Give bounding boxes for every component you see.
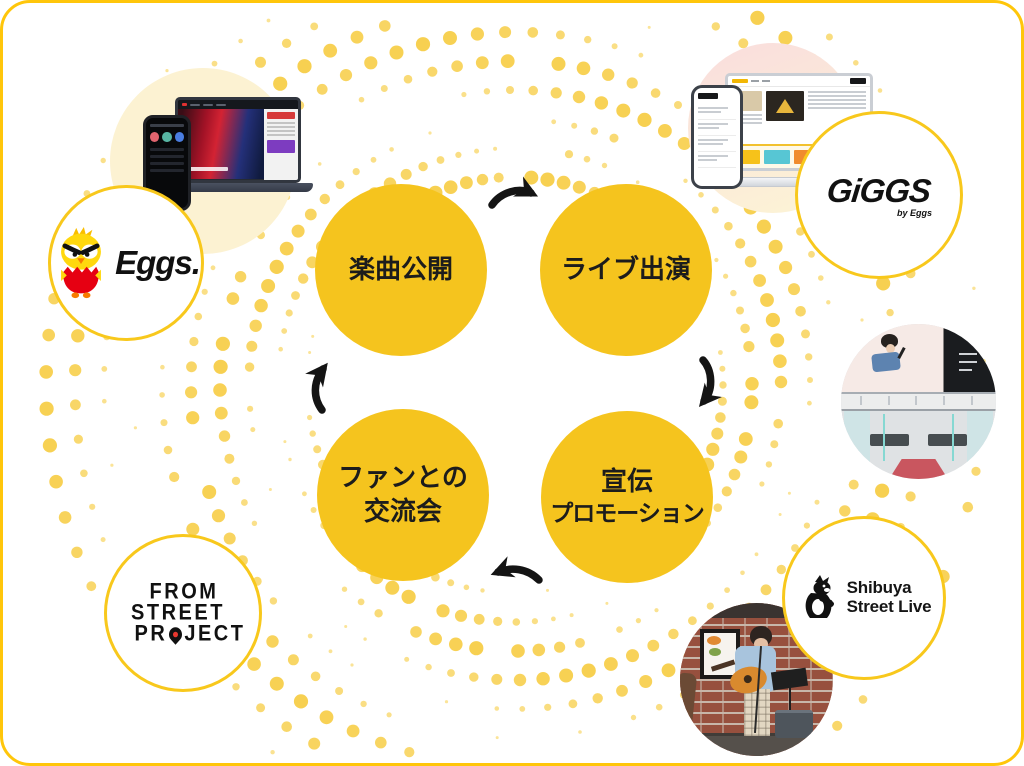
arrow-top-icon xyxy=(488,176,539,209)
microphone xyxy=(897,347,906,360)
laptop-screen xyxy=(175,97,301,183)
arrow-bottom-icon xyxy=(490,556,543,584)
ad-display xyxy=(841,324,996,393)
cycle-step-label: ファンとの xyxy=(338,462,468,493)
laptop-base xyxy=(163,183,313,192)
phone-screen xyxy=(691,85,743,189)
cycle-step-live-appearance: ライブ出演 xyxy=(540,184,712,356)
artist-avatars xyxy=(150,132,184,142)
cycle-step-music-release: 楽曲公開 xyxy=(315,184,487,356)
arrow-left-icon xyxy=(305,362,328,414)
cycle-step-label: 宣伝 xyxy=(600,466,653,497)
fsp-logo-line2: STREET xyxy=(131,600,225,625)
shibuya-logo-text: Shibuya Street Live xyxy=(846,578,932,616)
giggs-logo-text: GiGGS xyxy=(825,172,933,209)
eggs-site-mockup xyxy=(143,91,313,213)
goat-mascot-icon xyxy=(805,575,834,618)
giggs-logo-badge: GiGGS by Eggs xyxy=(795,111,963,279)
cycle-step-promotion: 宣伝 プロモーション xyxy=(541,411,713,583)
eggs-chick-icon xyxy=(61,226,101,299)
train-interior xyxy=(841,410,996,479)
album-art-tile xyxy=(766,91,804,121)
shibuya-street-live-badge: Shibuya Street Live xyxy=(782,516,946,680)
singer-figure xyxy=(871,351,901,373)
eggs-logo-badge: Eggs. xyxy=(48,185,204,341)
arrow-right-icon xyxy=(698,356,723,408)
eggs-logo-text: Eggs. xyxy=(115,244,201,281)
train-live-photo xyxy=(841,324,996,479)
cycle-step-label: 楽曲公開 xyxy=(348,254,453,285)
amp-speaker xyxy=(774,710,814,738)
map-pin-icon xyxy=(166,623,186,645)
cycle-step-fan-meetup: ファンとの 交流会 xyxy=(317,409,489,581)
cycle-step-label: ライブ出演 xyxy=(560,254,691,285)
giggs-byline: by Eggs xyxy=(896,208,932,218)
